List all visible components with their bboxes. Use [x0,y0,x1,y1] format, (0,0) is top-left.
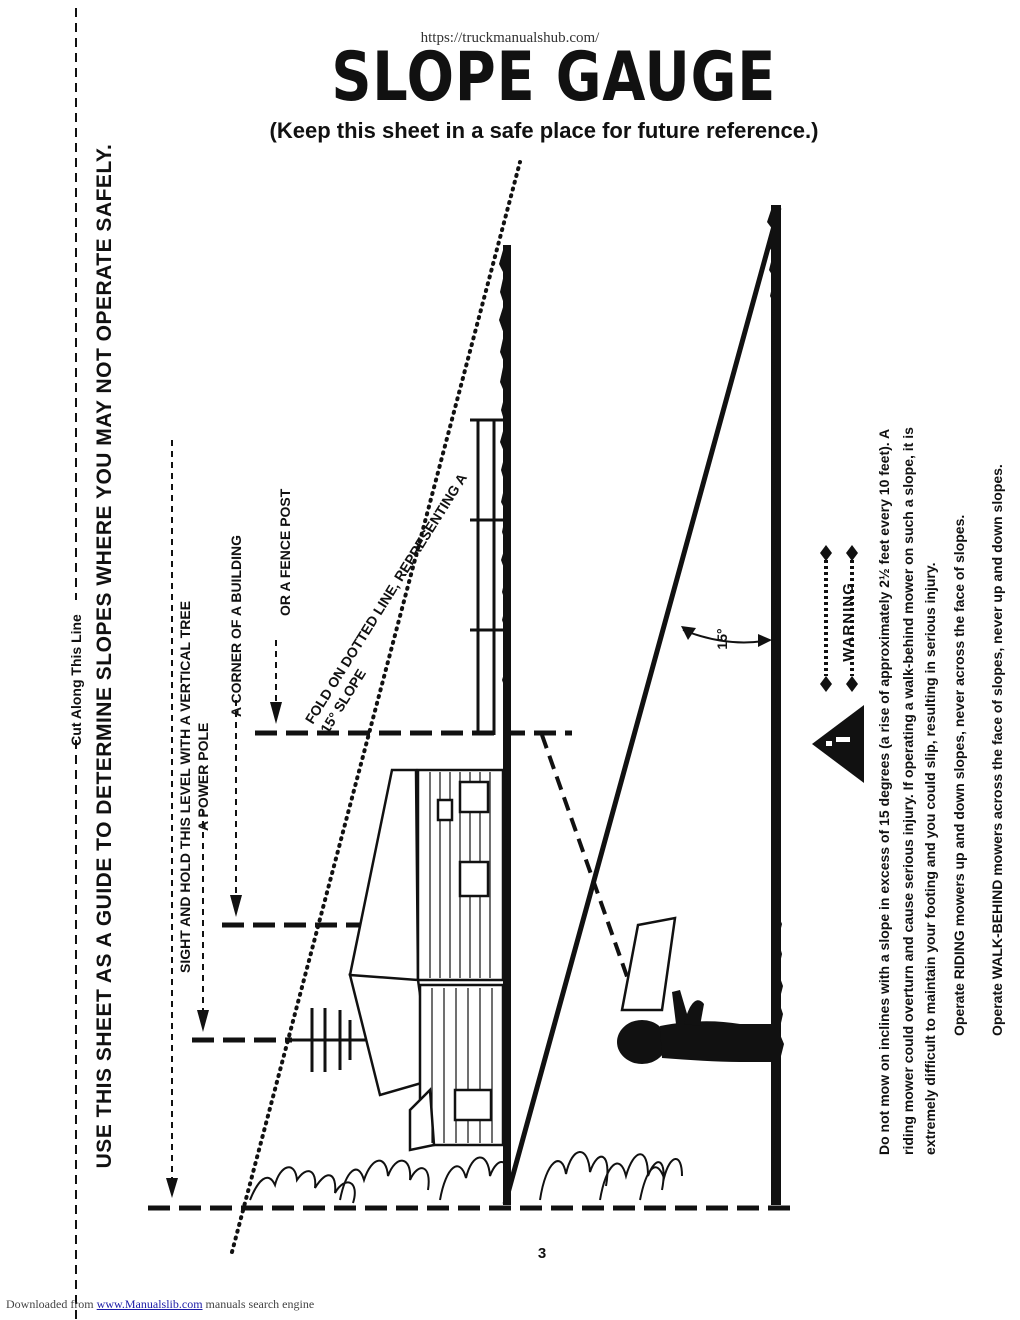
page-subtitle: (Keep this sheet in a safe place for fut… [269,118,819,143]
shrubs [249,1151,683,1204]
walk-behind-instruction: Operate WALK-BEHIND mowers across the fa… [989,464,1005,1036]
sight-label: SIGHT AND HOLD THIS LEVEL WITH A VERTICA… [177,600,193,973]
building-corner-label: A CORNER OF A BUILDING [228,535,244,717]
warning-text-line-1: Do not mow on inclines with a slope in e… [876,428,892,1155]
riding-mower-instruction: Operate RIDING mowers up and down slopes… [951,514,967,1036]
warning-text-line-2: riding mower could overturn and cause se… [900,427,916,1155]
warning-triangle-icon [812,705,864,783]
angle-label: 15° [714,628,730,650]
sight-line [540,734,632,986]
side-heading: USE THIS SHEET AS A GUIDE TO DETERMINE S… [93,143,116,1169]
house-windows [436,780,493,1122]
page-title: SLOPE GAUGE [331,38,777,117]
warning-badge-border [824,560,854,676]
source-url: https://truckmanualshub.com/ [420,30,600,46]
fence [470,418,506,735]
warning-badge: WARNING [840,582,857,662]
manualslib-link[interactable]: www.Manualslib.com [96,1297,203,1311]
page-number: 3 [537,1245,547,1262]
fence-post-label: OR A FENCE POST [277,488,293,616]
power-pole-label: A POWER POLE [195,722,211,831]
cut-line-label: Cut Along This Line [68,614,84,746]
fold-line [230,160,522,1254]
footer-prefix: Downloaded from [6,1297,94,1311]
measure-arrows [171,440,277,1185]
slope-triangle [499,205,784,1205]
warning-badge-frame [820,545,858,692]
person-silhouette [617,916,772,1064]
footer: Downloaded from www.Manualslib.com manua… [6,1297,314,1312]
arrow-heads [166,702,282,1198]
warning-text-line-3: extremely difficult to maintain your foo… [922,562,938,1155]
footer-suffix: manuals search engine [205,1297,315,1311]
